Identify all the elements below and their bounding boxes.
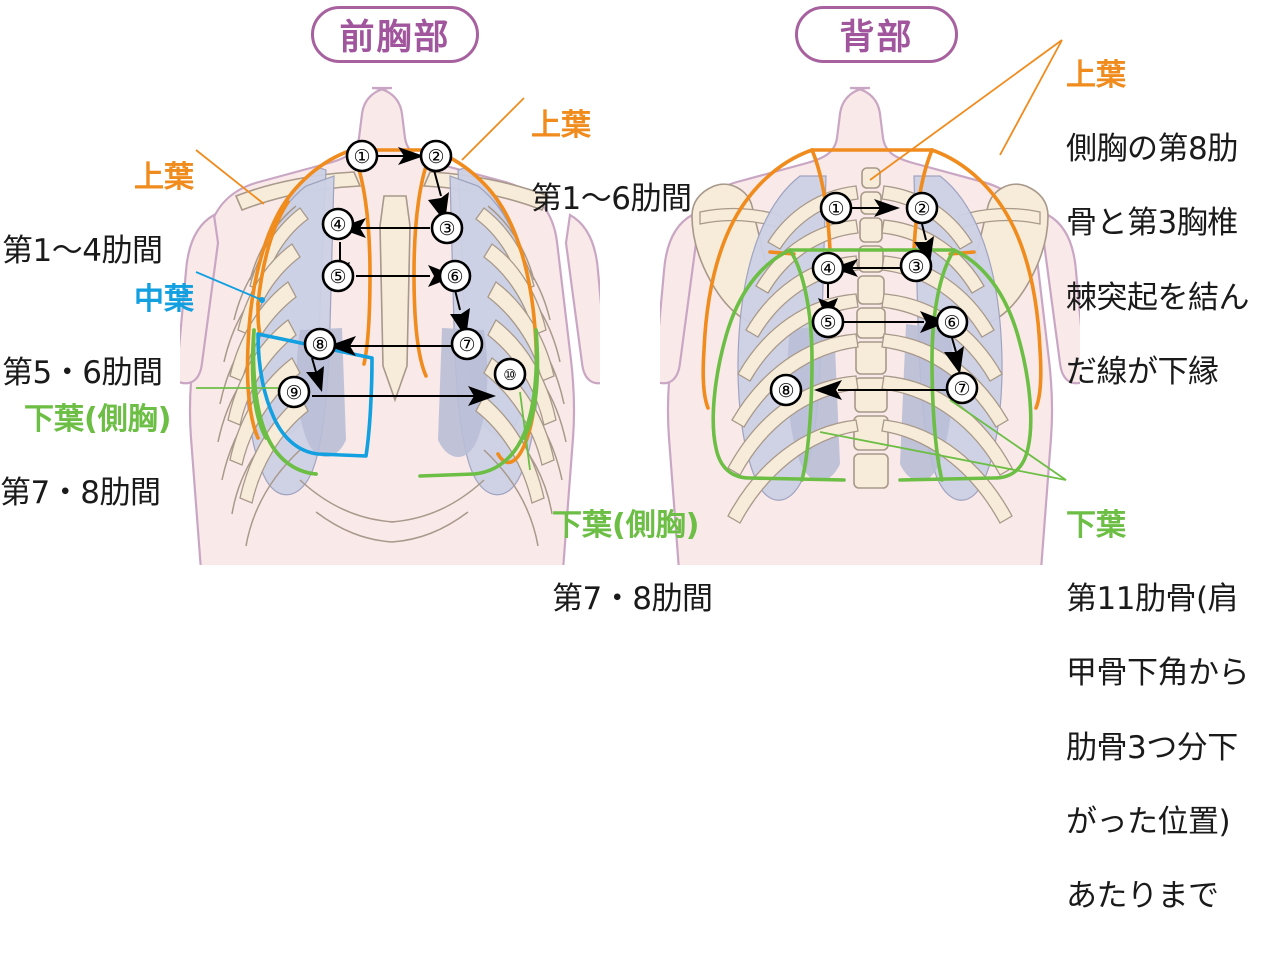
svg-text:⑧: ⑧ [777,380,794,402]
anterior-marker-8: ⑧ [303,327,337,361]
posterior-lower-line-4: がった位置) [1066,803,1231,840]
posterior-marker-2: ② [905,191,939,225]
anterior-marker-3: ③ [430,211,464,245]
title-posterior-back: 背部 [795,6,958,63]
label-head-upper-lobe: 上葉 [134,159,194,195]
label-posterior-upper-lobe: 上葉 側胸の第8肋 骨と第3胸椎 棘突起を結ん だ線が下縁 [1066,20,1264,428]
posterior-marker-3: ③ [899,249,933,283]
label-posterior-lower-lobe: 下葉 第11肋骨(肩 甲骨下角から 肋骨3つ分下 がった位置) あたりまで [1066,470,1264,953]
label-head-lower-lobe-lateral: 下葉(側胸) [24,401,172,437]
svg-text:③: ③ [907,256,924,278]
svg-text:⑦: ⑦ [458,334,475,356]
posterior-marker-5: ⑤ [811,305,845,339]
svg-text:⑧: ⑧ [311,334,328,356]
svg-text:⑩: ⑩ [503,366,516,384]
svg-text:④: ④ [329,214,346,236]
svg-text:①: ① [827,198,844,220]
svg-text:⑨: ⑨ [285,382,302,404]
svg-text:②: ② [427,146,444,168]
label-anterior-lower-lobe-bottom: 下葉(側胸) 第7・8肋間 [540,470,800,655]
anterior-middle-lobe-outline [256,332,374,458]
posterior-marker-1: ① [819,191,853,225]
anterior-marker-5: ⑤ [321,259,355,293]
label-body-middle-lobe: 第5・6肋間 [2,354,163,391]
posterior-upper-line-2: 骨と第3胸椎 [1066,205,1238,242]
posterior-marker-7: ⑦ [945,371,979,405]
label-head-posterior-upper-lobe: 上葉 [1066,57,1126,93]
diagram-canvas: .skin{fill:#fae9e9;stroke:#c9a7c4;stroke… [0,6,1264,914]
svg-text:⑥: ⑥ [943,312,960,334]
label-head-middle-lobe: 中葉 [134,281,194,317]
label-anterior-upper-lobe: 上葉 第1〜4肋間 [2,122,232,307]
svg-text:⑤: ⑤ [819,312,836,334]
anterior-marker-7: ⑦ [450,327,484,361]
posterior-lower-line-3: 肋骨3つ分下 [1066,729,1238,766]
label-head-posterior-lower-lobe: 下葉 [1066,507,1126,543]
anterior-point-markers: ① ② ③ ④ ⑤ ⑥ ⑦ ⑧ ⑨ ⑩ [277,139,527,409]
label-body-lower-lobe-lateral: 第7・8肋間 [0,474,161,511]
label-head-upper-lobe-top: 上葉 [531,107,591,143]
svg-text:⑤: ⑤ [329,266,346,288]
anterior-upper-lobe-right-fissure [412,148,434,378]
posterior-marker-8: ⑧ [769,373,803,407]
posterior-body-figure [660,86,1080,565]
posterior-upper-line-1: 側胸の第8肋 [1066,130,1238,167]
anterior-leader-lines [195,97,531,471]
label-body-upper-lobe: 第1〜4肋間 [2,232,163,269]
posterior-upper-line-4: だ線が下縁 [1066,353,1219,390]
svg-text:①: ① [353,146,370,168]
svg-text:⑦: ⑦ [953,378,970,400]
svg-text:④: ④ [819,258,836,280]
posterior-lower-line-5: あたりまで [1066,878,1219,915]
label-body-lower-lobe-bottom: 第7・8肋間 [552,580,713,617]
title-anterior-chest: 前胸部 [311,6,479,63]
anterior-upper-lobe-left-fissure [350,148,372,366]
posterior-upper-lobe-right-outline [930,148,1043,410]
anterior-body-figure [180,86,600,565]
lung-auscultation-artwork: .skin{fill:#fae9e9;stroke:#c9a7c4;stroke… [180,39,1080,565]
posterior-leader-lines [819,39,1067,481]
anterior-marker-2: ② [419,139,453,173]
svg-text:⑥: ⑥ [446,266,463,288]
posterior-point-markers: ① ② ③ ④ ⑤ ⑥ ⑦ ⑧ [769,191,979,407]
posterior-lower-lobe-left-outline [711,248,846,482]
posterior-lower-line-1: 第11肋骨(肩 [1066,580,1239,617]
posterior-lower-line-2: 甲骨下角から [1066,655,1250,692]
posterior-marker-4: ④ [811,251,845,285]
label-anterior-upper-lobe-top: 上葉 第1〜6肋間 [531,70,771,255]
label-body-upper-lobe-top: 第1〜6肋間 [531,180,692,217]
svg-text:②: ② [913,198,930,220]
posterior-upper-lobe-left-outline [701,148,814,410]
posterior-marker-6: ⑥ [935,305,969,339]
anterior-upper-lobe-left-outline [245,148,354,440]
anterior-marker-10: ⑩ [493,357,527,391]
anterior-marker-4: ④ [321,207,355,241]
svg-text:③: ③ [438,218,455,240]
label-anterior-middle-lobe: 中葉 第5・6肋間 [2,244,232,429]
label-head-lower-lobe-bottom: 下葉(側胸) [552,507,700,543]
anterior-marker-9: ⑨ [277,375,311,409]
label-anterior-lower-lobe-lateral: 下葉(側胸) 第7・8肋間 [0,364,240,549]
anterior-marker-6: ⑥ [438,259,472,293]
posterior-upper-line-3: 棘突起を結ん [1066,279,1250,316]
anterior-marker-1: ① [345,139,379,173]
